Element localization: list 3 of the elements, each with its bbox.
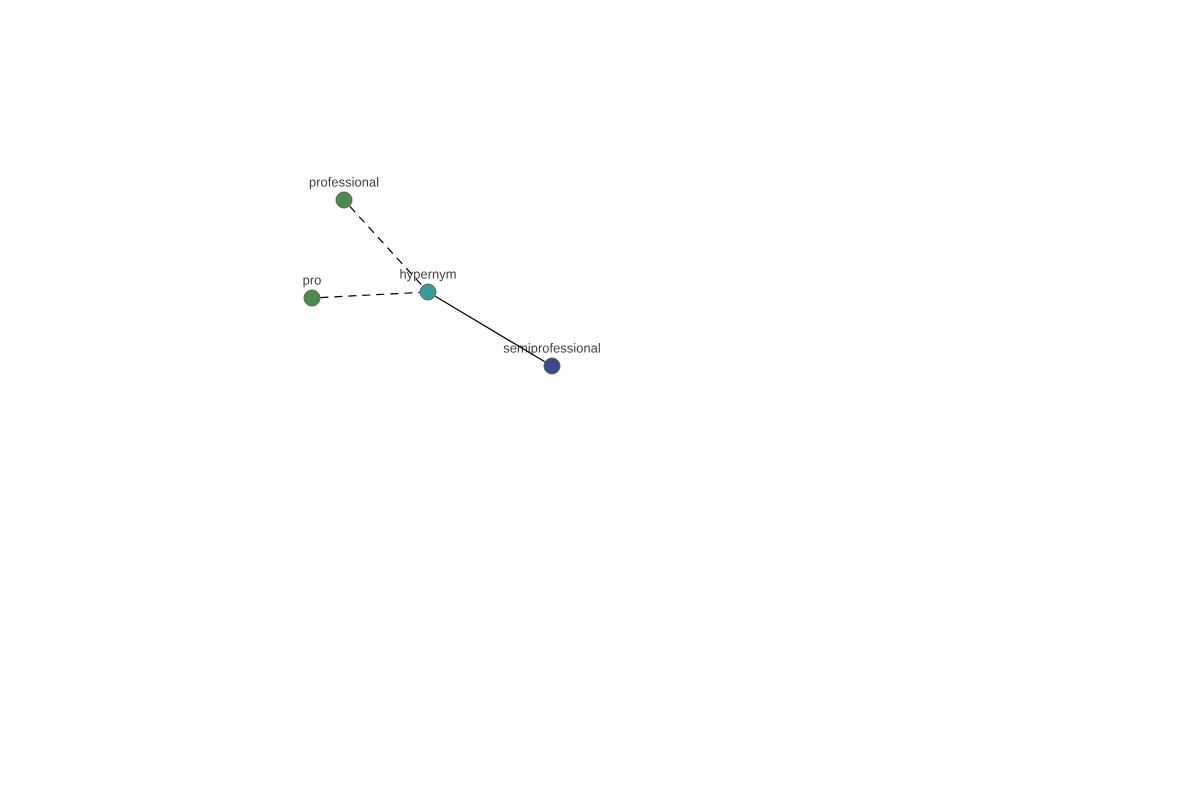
connector-line <box>434 295 546 363</box>
connector-line <box>319 291 421 299</box>
connector-line <box>349 205 423 287</box>
